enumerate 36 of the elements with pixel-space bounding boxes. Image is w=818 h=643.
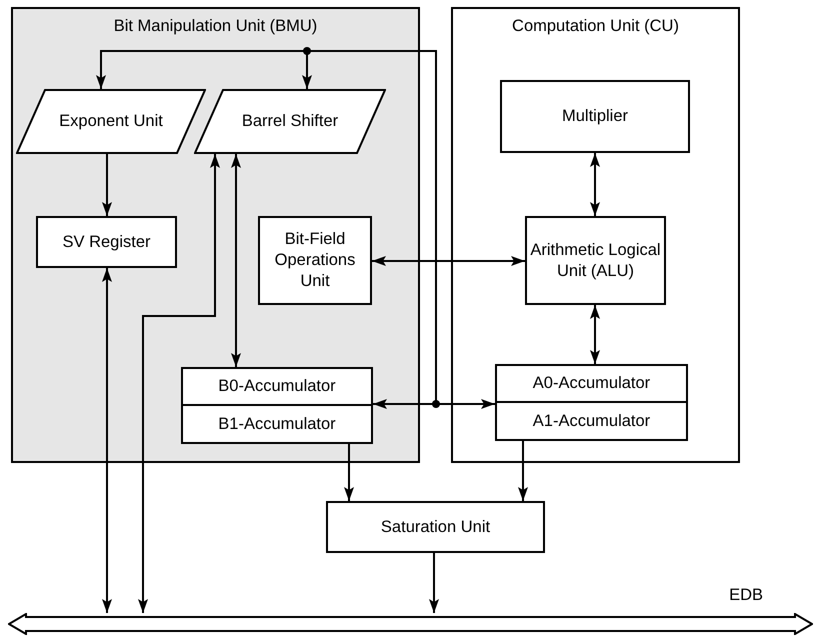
box-label: Barrel Shifter	[242, 111, 338, 132]
arrow	[590, 305, 600, 364]
bus-label: EDB	[729, 585, 763, 606]
process-box	[495, 401, 688, 441]
box-label: B0-Accumulator	[218, 376, 336, 397]
arrow	[518, 441, 528, 501]
process-box	[525, 216, 666, 305]
arrow	[590, 153, 600, 216]
panel-title: Bit Manipulation Unit (BMU)	[112, 17, 318, 36]
box-label: SV Register	[62, 232, 151, 252]
process-box	[258, 216, 372, 305]
arrow	[344, 444, 354, 501]
process-box	[495, 364, 688, 403]
process-box	[500, 80, 690, 153]
box-label: Exponent Unit	[59, 111, 163, 132]
unit-panel	[451, 7, 740, 463]
box-label: Multiplier	[562, 106, 628, 127]
process-box	[181, 367, 373, 406]
arrow	[373, 399, 495, 409]
arrow	[138, 154, 220, 613]
process-box	[181, 404, 373, 444]
box-label: A0-Accumulator	[532, 373, 650, 394]
process-box	[326, 501, 545, 553]
box-label: B1-Accumulator	[218, 414, 336, 434]
process-box	[36, 216, 177, 268]
box-label: Saturation Unit	[380, 516, 490, 538]
box-label: Bit-Field Operations Unit	[274, 229, 356, 292]
panel-title: Computation Unit (CU)	[511, 17, 680, 36]
arrow	[102, 268, 112, 613]
box-label: Arithmetic Logical Unit (ALU)	[530, 240, 661, 282]
unit-panel	[11, 7, 420, 463]
arrow	[429, 553, 439, 613]
box-label: A1-Accumulator	[532, 410, 650, 432]
arrow	[231, 154, 241, 367]
arrow	[102, 154, 112, 216]
arrow	[372, 256, 525, 266]
